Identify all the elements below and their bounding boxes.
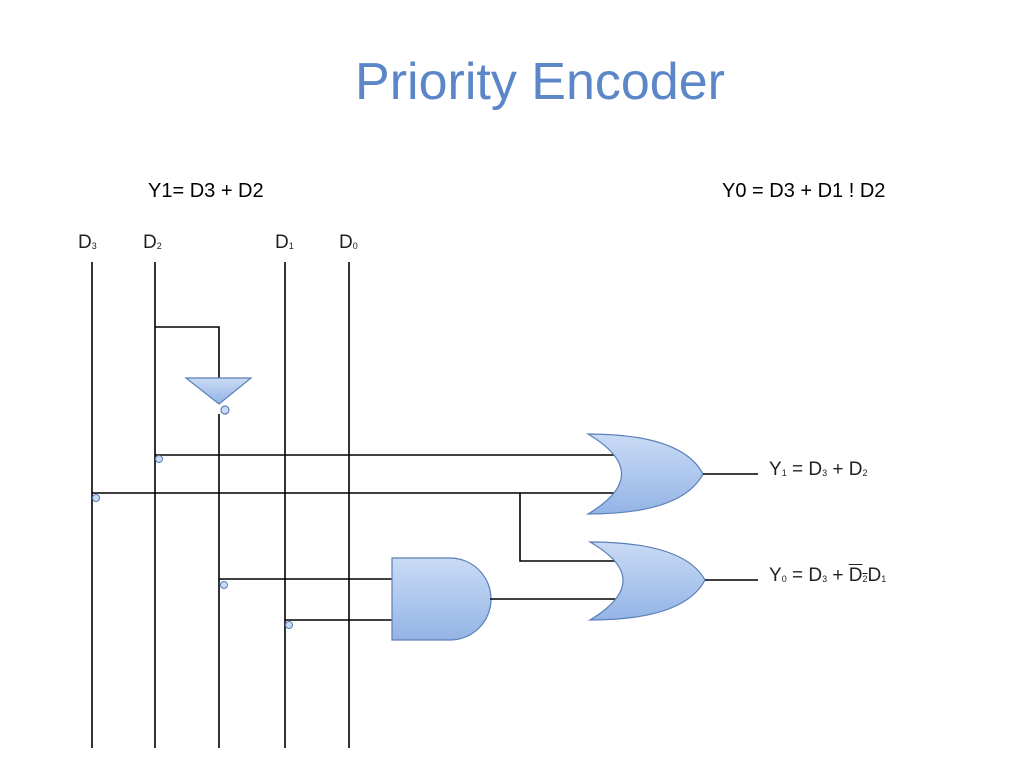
junction-d3 (92, 494, 100, 502)
input-label-d1: D1 (275, 232, 294, 253)
formula-y0: Y0 = D3 + D1 ! D2 (722, 180, 886, 202)
junction-d1 (285, 621, 293, 629)
junction-d2bar (220, 581, 228, 589)
formula-y1: Y1= D3 + D2 (148, 180, 264, 202)
not-gate (184, 377, 253, 405)
input-label-d2: D2 (143, 232, 162, 253)
output-label-y0: Y0 = D3 + D2D1 (769, 565, 887, 586)
or-gate-2 (587, 541, 706, 621)
input-label-d0: D0 (339, 232, 358, 253)
d2-bar-term: D2 (848, 565, 868, 586)
output-label-y1: Y1 = D3 + D2 (769, 459, 868, 480)
wire-d2-to-not (155, 326, 220, 378)
or-gate-1 (585, 433, 704, 515)
not-gate-bubble (220, 405, 230, 415)
junction-d2 (155, 455, 163, 463)
page-title: Priority Encoder (355, 53, 725, 111)
wire-d3-to-or2 (519, 493, 625, 562)
and-gate (391, 557, 492, 641)
input-label-d3: D3 (78, 232, 97, 253)
